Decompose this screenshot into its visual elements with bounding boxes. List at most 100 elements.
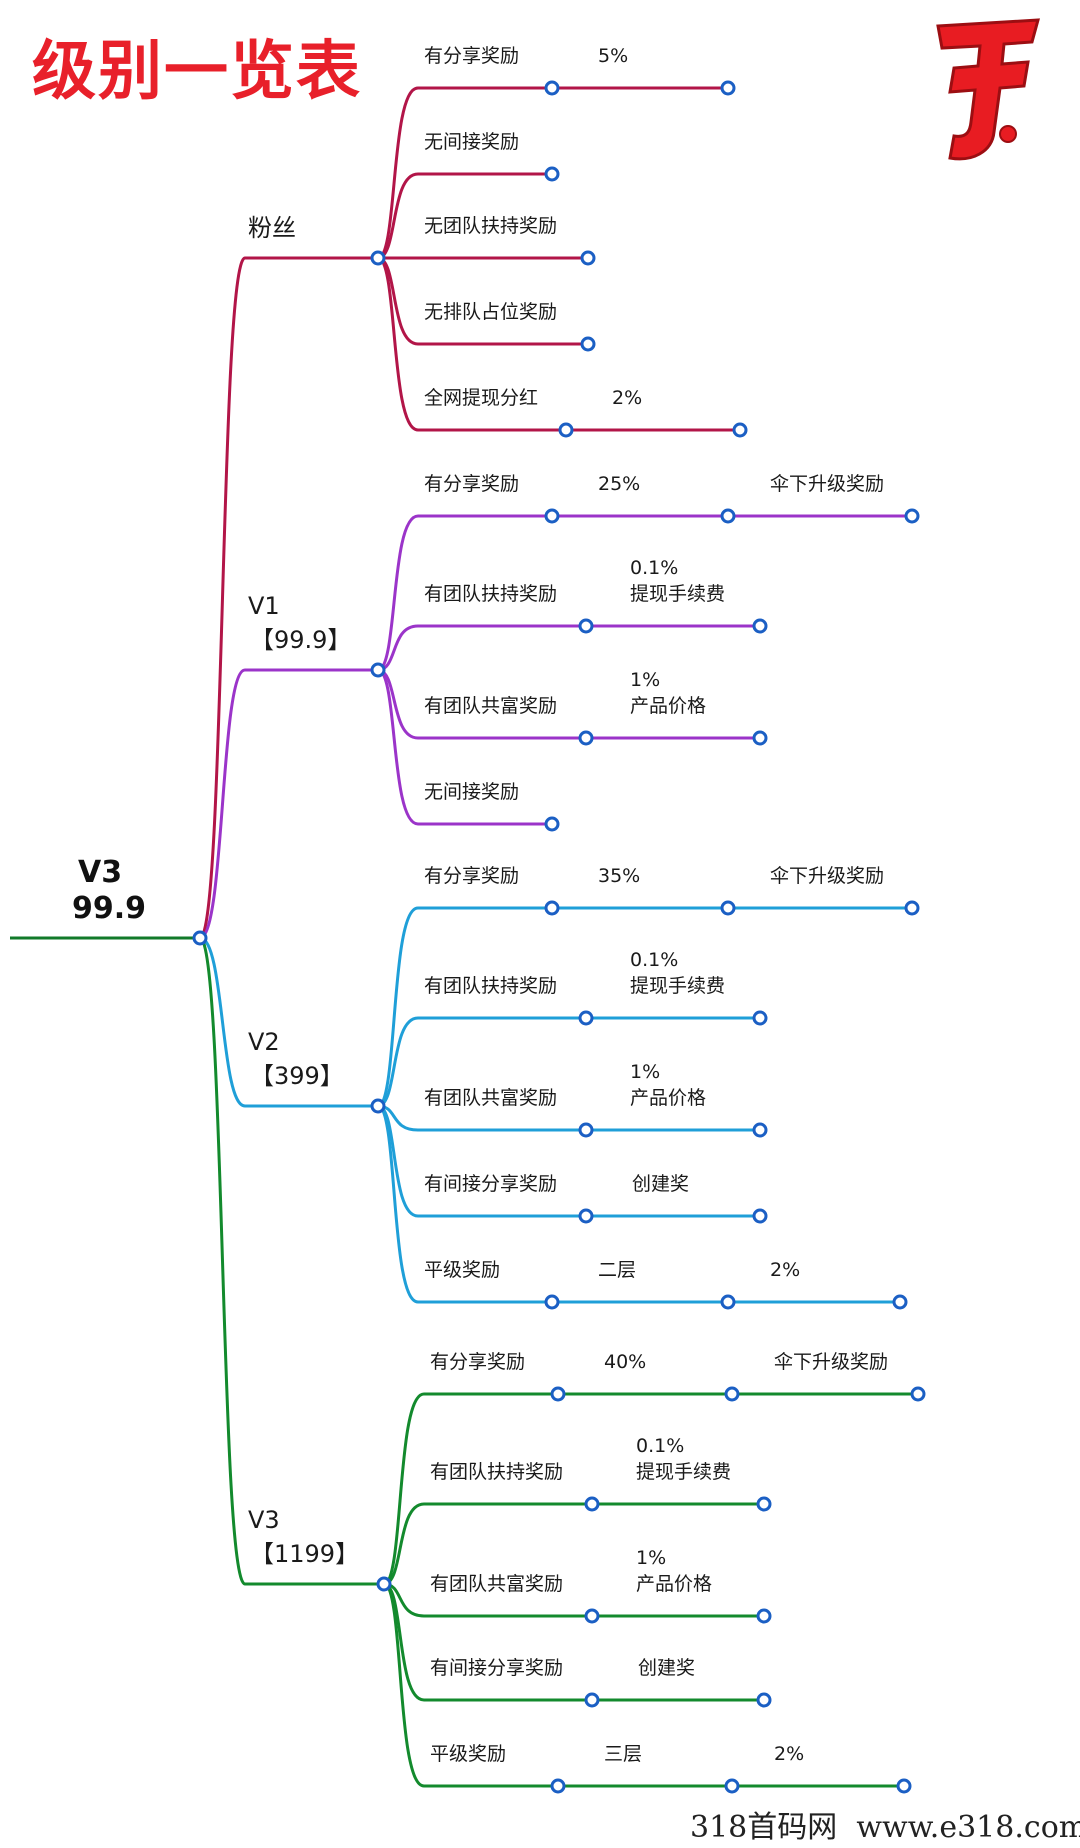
item-value-top: 1% [630,1061,660,1083]
node-dot [720,80,736,96]
item-label: 有团队共富奖励 [430,1573,563,1595]
root-label-v3: V3 [78,855,122,890]
item-extra: 伞下升级奖励 [770,865,884,887]
hub-node-fans [370,250,386,266]
item-value: 5% [598,45,628,67]
item-value-bottom: 产品价格 [636,1573,712,1595]
item-label: 无排队占位奖励 [424,301,557,323]
item-value-bottom: 产品价格 [630,1087,706,1109]
node-dot [584,1692,600,1708]
item-value-top: 0.1% [636,1435,684,1457]
node-dot [720,1294,736,1310]
hub-node-v2 [370,1098,386,1114]
node-dot [756,1692,772,1708]
item-label: 有间接分享奖励 [424,1173,557,1195]
node-dot [550,1386,566,1402]
hub-node-v1 [370,662,386,678]
node-dot [720,900,736,916]
item-label: 有分享奖励 [424,865,519,887]
item-value: 创建奖 [632,1173,689,1195]
item-extra: 2% [774,1743,804,1765]
node-dot [580,336,596,352]
node-dot [544,166,560,182]
branch-v2-2 [377,1104,760,1132]
node-dot [578,618,594,634]
node-dot [558,422,574,438]
item-value: 创建奖 [638,1657,695,1679]
node-dot [580,250,596,266]
item-value: 2% [612,387,642,409]
node-dot [544,816,560,832]
item-label: 无团队扶持奖励 [424,215,557,237]
branch-v1-3 [377,668,552,826]
item-extra: 2% [770,1259,800,1281]
node-dot [752,1122,768,1138]
node-dot [578,730,594,746]
node-dot [752,730,768,746]
node-dot [732,422,748,438]
item-value-top: 1% [636,1547,666,1569]
node-dot [584,1496,600,1512]
brand-logo-icon [936,18,1040,161]
item-extra: 伞下升级奖励 [770,473,884,495]
node-dot [896,1778,912,1794]
node-dot [892,1294,908,1310]
node-dot [578,1010,594,1026]
item-label: 有分享奖励 [424,45,519,67]
level-price-v1: 【99.9】 [250,626,351,654]
trunk-fans [198,256,378,940]
item-value: 二层 [598,1259,636,1281]
item-value: 三层 [604,1743,642,1765]
branch-fans-4 [377,256,740,432]
branch-v3-0 [383,1392,918,1586]
node-dot [752,618,768,634]
level-name-fans: 粉丝 [248,214,296,242]
item-label: 有团队共富奖励 [424,1087,557,1109]
root-label-price: 99.9 [72,891,146,926]
page-title: 级别一览表 [32,35,362,109]
node-dot [544,1294,560,1310]
node-dot [584,1608,600,1624]
node-dot [724,1386,740,1402]
node-dot [752,1010,768,1026]
item-label: 全网提现分红 [424,387,538,409]
node-dot [544,508,560,524]
item-value: 40% [604,1351,646,1373]
item-label: 有分享奖励 [430,1351,525,1373]
node-dot [578,1208,594,1224]
site-watermark: 318首码网 www.e318.com [690,1810,1080,1845]
node-dot [752,1208,768,1224]
node-dot [550,1778,566,1794]
root-node [192,930,208,946]
level-name-v3: V3 [248,1506,280,1534]
node-dot [724,1778,740,1794]
item-value-bottom: 提现手续费 [630,583,725,605]
item-value: 35% [598,865,640,887]
branch-v1-0 [377,514,912,672]
branch-v3-1 [383,1502,764,1586]
item-label: 有团队扶持奖励 [424,975,557,997]
hub-node-v3 [376,1576,392,1592]
logo-glyph [936,18,1040,161]
trunk-v3 [198,936,384,1586]
branch-fans-0 [377,86,728,260]
item-value-bottom: 产品价格 [630,695,706,717]
item-label: 有团队扶持奖励 [430,1461,563,1483]
node-dot [910,1386,926,1402]
item-label: 平级奖励 [424,1259,500,1281]
level-name-v2: V2 [248,1028,280,1056]
level-name-v1: V1 [248,592,280,620]
item-label: 有分享奖励 [424,473,519,495]
trunk-v2 [199,936,378,1108]
level-price-v3: 【1199】 [250,1540,359,1568]
item-label: 有团队共富奖励 [424,695,557,717]
node-dot [578,1122,594,1138]
item-extra: 伞下升级奖励 [774,1351,888,1373]
item-value: 25% [598,473,640,495]
level-price-v2: 【399】 [250,1062,344,1090]
item-label: 无间接奖励 [424,131,519,153]
branch-v2-4 [377,1104,900,1304]
trunk-v1 [199,668,378,940]
branch-v1-1 [377,624,760,672]
